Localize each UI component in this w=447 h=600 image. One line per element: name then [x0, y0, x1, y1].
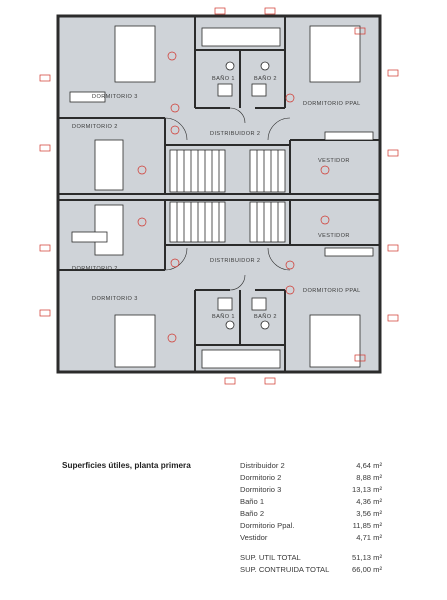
- total-value: 66,00 m²: [352, 565, 382, 574]
- floor-plan: DORMITORIO 3 DORMITORIO 2 BAÑO 1 BAÑO 2 …: [39, 7, 399, 385]
- toilet-upper-2: [260, 61, 270, 71]
- total-label: SUP. UTIL TOTAL: [240, 553, 301, 562]
- label-dormitorio-3: DORMITORIO 3: [92, 296, 138, 302]
- staircase-lower: [169, 201, 286, 243]
- bed-dormitorio-ppal-upper: [309, 25, 361, 83]
- furniture: [69, 25, 374, 369]
- room-labels-lower: DORMITORIO 3 DORMITORIO 2 BAÑO 1 BAÑO 2 …: [72, 233, 361, 320]
- room-labels-upper: DORMITORIO 3 DORMITORIO 2 BAÑO 1 BAÑO 2 …: [72, 75, 361, 164]
- label-dormitorio-2: DORMITORIO 2: [72, 124, 118, 130]
- bed-dormitorio-2-lower: [94, 204, 124, 256]
- toilet-lower-1: [225, 320, 235, 330]
- area-row-label: Distribuidor 2: [240, 461, 285, 470]
- inner-walls: [58, 16, 380, 372]
- area-row-value: 4,71 m²: [356, 533, 382, 542]
- area-row-label: Baño 1: [240, 497, 265, 506]
- label-bano-1: BAÑO 1: [212, 313, 235, 320]
- label-bano-2: BAÑO 2: [254, 75, 277, 82]
- staircase-upper: [169, 149, 286, 193]
- wardrobe-upper: [324, 131, 374, 141]
- label-vestidor: VESTIDOR: [318, 233, 350, 239]
- area-row-label: Dormitorio 2: [240, 473, 282, 482]
- bathtub-lower: [201, 349, 281, 369]
- wardrobe-lower: [324, 247, 374, 257]
- sink-upper-2: [251, 83, 267, 97]
- total-label: SUP. CONTRUIDA TOTAL: [240, 565, 330, 574]
- label-bano-1: BAÑO 1: [212, 75, 235, 82]
- sink-lower-2: [251, 297, 267, 311]
- label-dormitorio-ppal: DORMITORIO PPAL: [303, 101, 361, 107]
- label-bano-2: BAÑO 2: [254, 313, 277, 320]
- label-vestidor: VESTIDOR: [318, 158, 350, 164]
- area-row-value: 3,56 m²: [356, 509, 382, 518]
- label-dormitorio-2: DORMITORIO 2: [72, 266, 118, 272]
- bathtub-upper: [201, 27, 281, 47]
- area-row-value: 8,88 m²: [356, 473, 382, 482]
- label-dormitorio-ppal: DORMITORIO PPAL: [303, 288, 361, 294]
- total-value: 51,13 m²: [352, 553, 382, 562]
- area-row-value: 4,36 m²: [356, 497, 382, 506]
- door-swings: [164, 107, 291, 291]
- desk-lower: [71, 231, 108, 243]
- area-row-value: 13,13 m²: [352, 485, 382, 494]
- sink-lower-1: [217, 297, 233, 311]
- bed-dormitorio-3-lower: [114, 314, 156, 368]
- bed-dormitorio-2-upper: [94, 139, 124, 191]
- annotation-markers: [39, 7, 399, 385]
- label-dormitorio-3: DORMITORIO 3: [92, 94, 138, 100]
- bed-dormitorio-3-upper: [114, 25, 156, 83]
- bed-dormitorio-ppal-lower: [309, 314, 361, 368]
- label-distribuidor-2: DISTRIBUIDOR 2: [210, 258, 260, 264]
- sink-upper-1: [217, 83, 233, 97]
- area-row-label: Vestidor: [240, 533, 268, 542]
- toilet-upper-1: [225, 61, 235, 71]
- label-distribuidor-2: DISTRIBUIDOR 2: [210, 131, 260, 137]
- area-row-label: Dormitorio Ppal.: [240, 521, 295, 530]
- area-row-value: 4,64 m²: [356, 461, 382, 470]
- toilet-lower-2: [260, 320, 270, 330]
- area-table-title: Superficies útiles, planta primera: [62, 461, 191, 470]
- area-row-label: Dormitorio 3: [240, 485, 282, 494]
- desk-upper: [69, 91, 106, 103]
- area-row-label: Baño 2: [240, 509, 265, 518]
- area-row-value: 11,85 m²: [352, 521, 382, 530]
